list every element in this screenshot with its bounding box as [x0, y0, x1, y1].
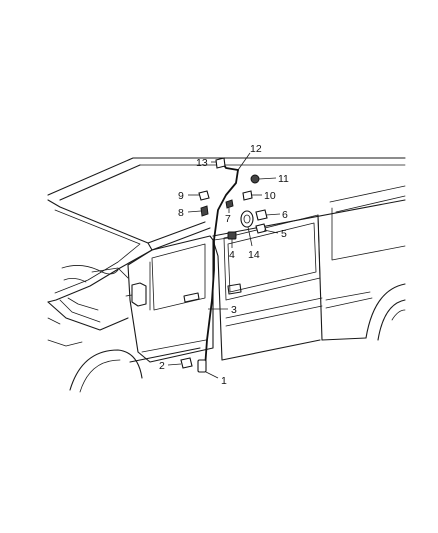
side-mirror [131, 282, 147, 307]
callout-7: 7 [225, 213, 231, 225]
callout-14: 14 [248, 249, 260, 261]
callout-11: 11 [278, 173, 289, 185]
part-14-disc [240, 210, 254, 228]
leader-11 [258, 177, 277, 180]
callout-6: 6 [282, 209, 288, 221]
van-body [47, 157, 406, 393]
callout-3: 3 [231, 304, 237, 316]
leader-lines [167, 152, 281, 379]
part-5 [255, 223, 267, 234]
callout-5: 5 [281, 228, 287, 240]
part-11-nut [250, 174, 260, 184]
callout-8: 8 [178, 207, 184, 219]
part-9 [198, 190, 210, 201]
parts [180, 157, 268, 373]
sliding-door-window [223, 214, 321, 301]
leader-2 [167, 363, 182, 366]
part-4-grommet [227, 231, 237, 240]
front-wheel-arch [69, 349, 143, 391]
part-8 [200, 205, 209, 217]
part-6 [255, 209, 268, 221]
sliding-door-handle [227, 283, 242, 295]
part-7 [225, 199, 234, 209]
callout-9: 9 [178, 190, 184, 202]
rear-window [331, 207, 406, 261]
leader-5 [263, 229, 279, 234]
front-door-window [151, 243, 206, 311]
callout-4: 4 [229, 249, 235, 261]
callout-labels: 1 2 3 4 5 6 7 8 9 10 11 12 13 14 [159, 143, 289, 387]
leader-12 [237, 152, 251, 171]
callout-1: 1 [221, 375, 227, 387]
part-13 [215, 157, 226, 169]
front-door [127, 235, 214, 363]
leader-1 [205, 371, 219, 379]
part-10 [242, 190, 253, 201]
front-door-handle [183, 292, 200, 303]
callout-13: 13 [196, 157, 208, 169]
roof-line [47, 157, 406, 196]
callout-2: 2 [159, 360, 165, 372]
rear-wheel-arch [365, 283, 406, 339]
leader-6 [265, 213, 281, 216]
callout-10: 10 [264, 190, 276, 202]
callout-12: 12 [250, 143, 262, 155]
part-2-clip [180, 357, 193, 369]
leader-8 [187, 210, 202, 213]
leader-14 [247, 226, 253, 247]
part-1-connector [197, 359, 207, 373]
windshield [47, 199, 153, 303]
